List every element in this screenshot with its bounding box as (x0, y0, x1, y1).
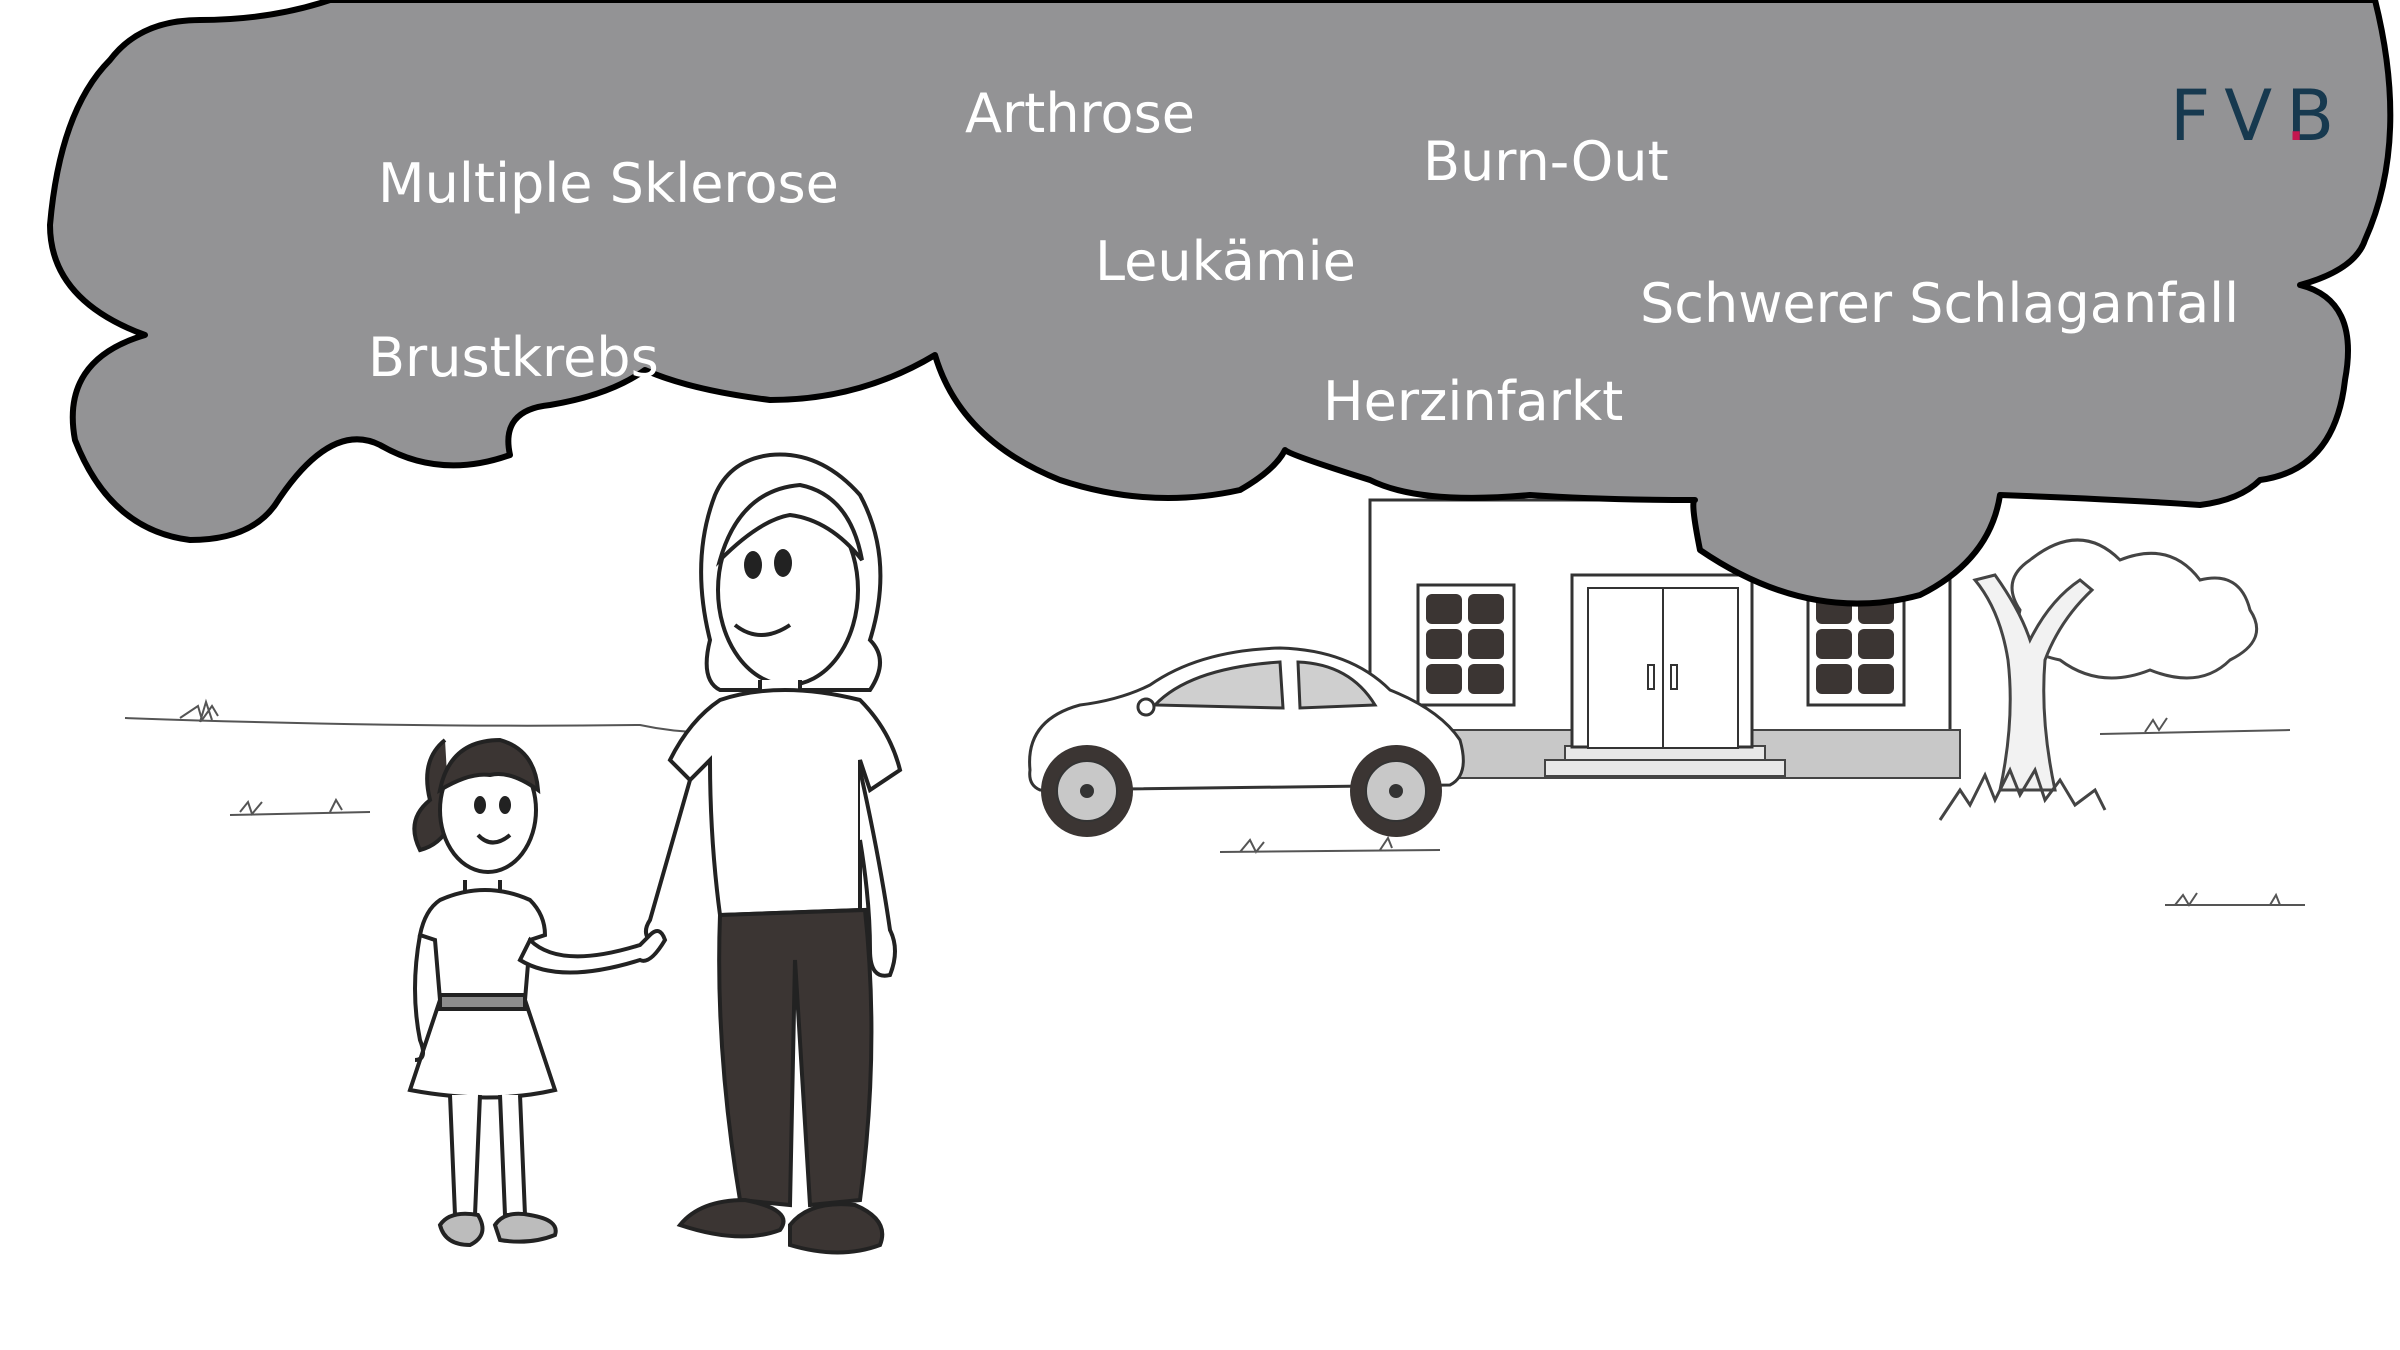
illness-brustkrebs: Brustkrebs (368, 326, 659, 389)
illness-burn-out: Burn-Out (1423, 130, 1669, 193)
fvb-logo: FVB . (2170, 75, 2348, 157)
illness-herzinfarkt: Herzinfarkt (1323, 370, 1623, 433)
daughter (407, 737, 668, 1248)
logo-dot: . (2285, 75, 2321, 157)
illness-schwerer-schlaganfall: Schwerer Schlaganfall (1640, 272, 2239, 335)
illness-multiple-sklerose: Multiple Sklerose (378, 152, 839, 215)
tree (1938, 538, 2259, 821)
illness-arthrose: Arthrose (965, 82, 1195, 145)
house-window-left (1416, 583, 1516, 707)
car (1028, 646, 1465, 837)
illness-leukaemie: Leukämie (1095, 230, 1356, 293)
mother (644, 452, 903, 1255)
logo-text: FVB (2170, 75, 2348, 157)
storm-cloud (47, 0, 2394, 607)
illness-list: Arthrose Multiple Sklerose Burn-Out Leuk… (368, 82, 2239, 433)
